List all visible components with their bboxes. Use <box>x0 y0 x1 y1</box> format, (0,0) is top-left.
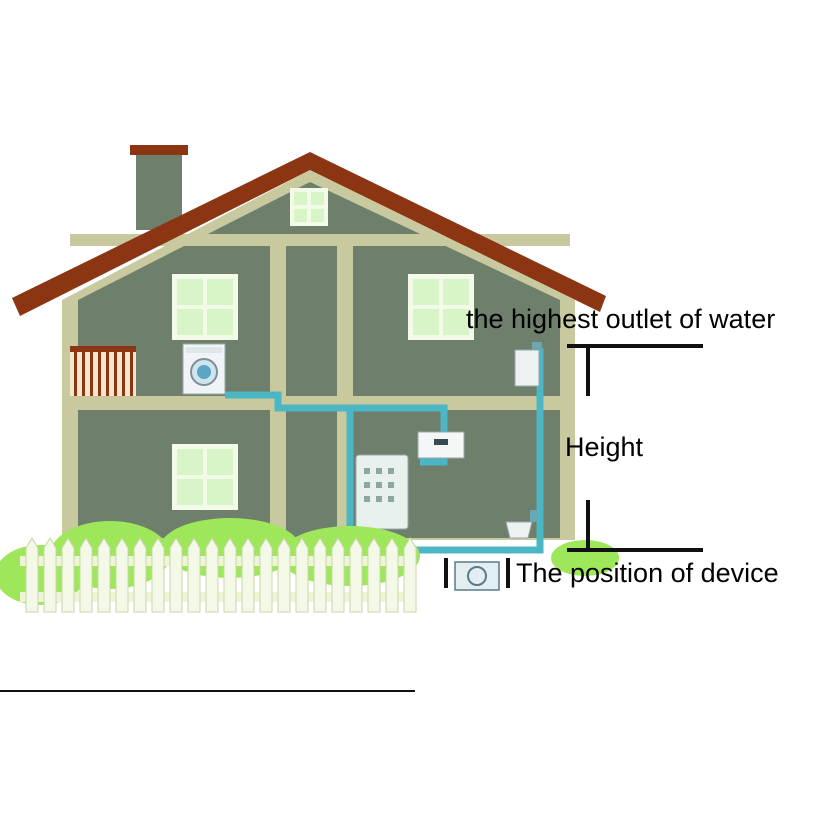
height-label: Height <box>565 432 644 462</box>
chimney <box>130 145 188 230</box>
balcony-railing <box>70 346 136 396</box>
pump-device-icon <box>444 558 510 592</box>
water-pipes <box>225 348 544 554</box>
fence <box>20 537 417 613</box>
device-position-label: The position of device <box>516 558 779 588</box>
ground-line <box>0 690 415 692</box>
window-lower-left <box>172 444 238 510</box>
window-upper-right <box>408 274 474 340</box>
wall-boiler-icon <box>417 431 465 459</box>
washing-machine-icon <box>182 343 226 395</box>
height-marker-bottom <box>567 500 703 552</box>
highest-outlet-label: the highest outlet of water <box>466 304 776 334</box>
tap-icon <box>514 342 542 387</box>
height-marker-top <box>567 344 703 396</box>
window-upper-left <box>172 274 238 340</box>
sink-icon <box>505 510 538 539</box>
water-heater-icon <box>355 454 409 530</box>
window-attic <box>290 188 328 226</box>
